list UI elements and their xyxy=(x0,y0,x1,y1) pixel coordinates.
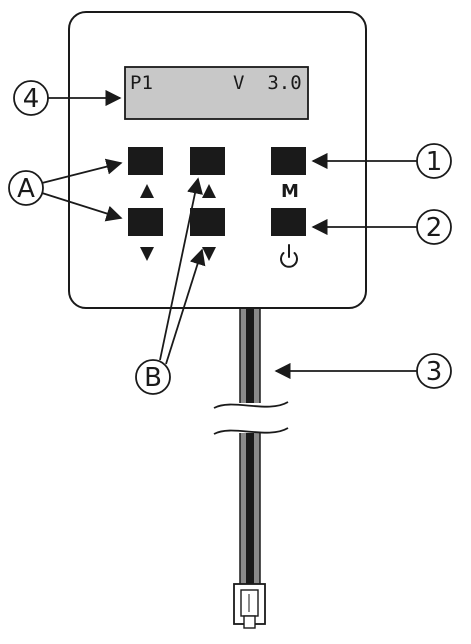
callout-4: 4 xyxy=(13,80,49,116)
svg-text:4: 4 xyxy=(23,84,40,114)
up-arrow-icon xyxy=(140,184,154,198)
cable xyxy=(213,305,289,593)
lcd-version-text: V 3.0 xyxy=(233,72,302,94)
callout-1: 1 xyxy=(416,143,452,179)
callout-2: 2 xyxy=(416,209,452,245)
power-icon xyxy=(280,244,298,268)
leader-lines xyxy=(41,89,417,380)
svg-text:2: 2 xyxy=(426,213,443,243)
up-key-right[interactable] xyxy=(190,147,225,175)
svg-text:A: A xyxy=(17,174,35,204)
mode-key-label: M xyxy=(281,181,299,202)
callout-3: 3 xyxy=(416,353,452,389)
svg-text:1: 1 xyxy=(426,147,443,177)
up-key-left[interactable] xyxy=(128,147,163,175)
down-arrow-icon xyxy=(202,247,216,261)
up-arrow-icon xyxy=(202,184,216,198)
down-key-right[interactable] xyxy=(190,208,225,236)
lcd-program-text: P1 xyxy=(130,72,153,94)
callout-b: B xyxy=(135,359,171,395)
mode-key[interactable] xyxy=(271,147,306,175)
down-key-left[interactable] xyxy=(128,208,163,236)
callout-a: A xyxy=(8,170,44,206)
lcd-display: P1 V 3.0 xyxy=(124,66,309,120)
connector-plug xyxy=(233,583,266,629)
svg-text:3: 3 xyxy=(426,357,443,387)
down-arrow-icon xyxy=(140,247,154,261)
cable-break xyxy=(216,403,286,433)
power-key[interactable] xyxy=(271,208,306,236)
svg-text:B: B xyxy=(144,363,162,393)
